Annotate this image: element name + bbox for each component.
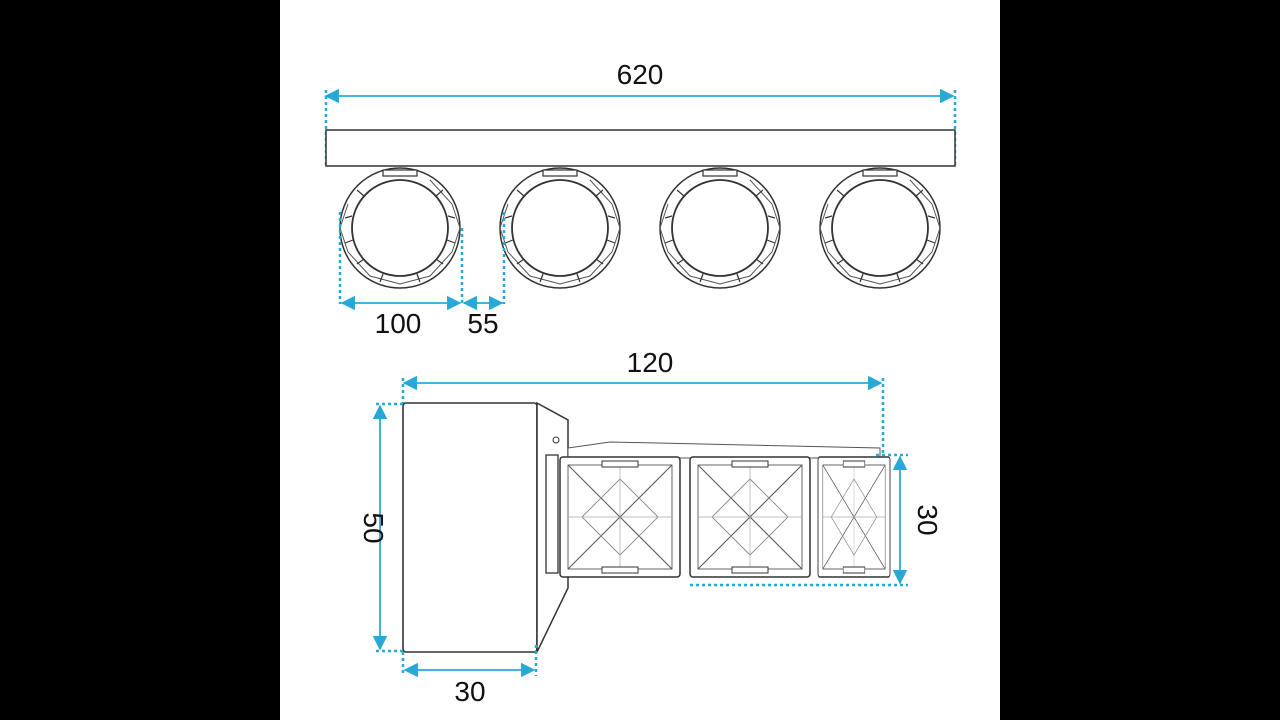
lamp-width-label: 100	[375, 308, 422, 339]
screw-hole	[552, 436, 560, 444]
lamp-head-4	[819, 167, 941, 289]
front-view: 620 100 55	[324, 59, 957, 339]
side-view: 120 50 30 30	[358, 347, 943, 707]
lamp-gap-label: 55	[467, 308, 498, 339]
crystal-holder	[545, 454, 559, 574]
crystal-3	[817, 456, 891, 578]
crystal-height-label: 30	[912, 504, 943, 535]
projection-label: 120	[627, 347, 674, 378]
drawing-sheet: 620 100 55 120	[280, 0, 1000, 720]
height-label: 50	[358, 512, 389, 543]
ceiling-bar	[325, 129, 956, 167]
base-depth-label: 30	[454, 676, 485, 707]
crystal-bracket-top	[567, 441, 881, 459]
mounting-base	[402, 402, 538, 653]
technical-drawing: 620 100 55 120	[324, 59, 957, 707]
lamp-head-2	[499, 167, 621, 289]
total-length-label: 620	[617, 59, 664, 90]
lamp-head-1	[339, 167, 461, 289]
crystal-1	[559, 456, 681, 578]
crystal-2	[689, 456, 811, 578]
lamp-head-3	[659, 167, 781, 289]
